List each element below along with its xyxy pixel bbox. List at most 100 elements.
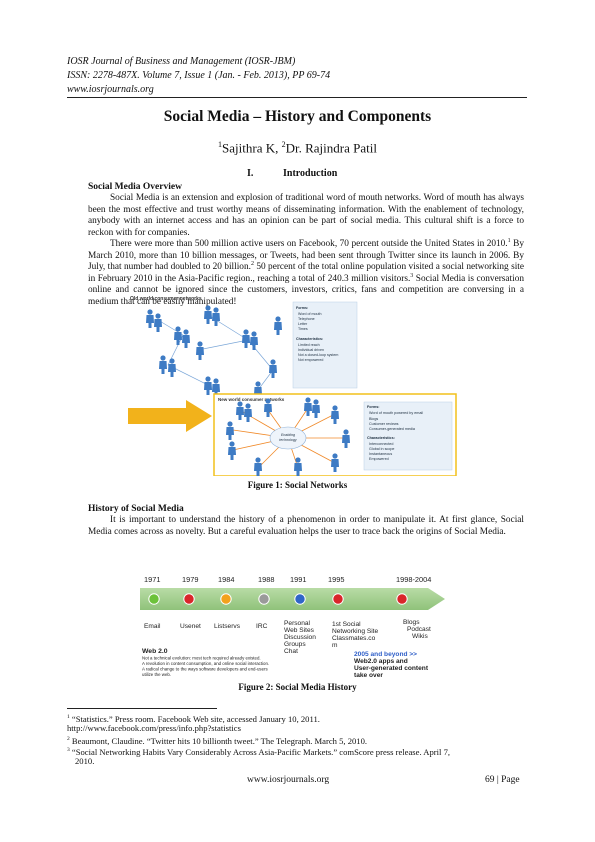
authors: 1Sajithra K, 2Dr. Rajindra Patil (0, 140, 595, 156)
footnote-ref-2[interactable]: 2 (250, 261, 254, 268)
label-1995-4: m (332, 642, 338, 649)
paper-title: Social Media – History and Components (163, 108, 432, 125)
footnote-2: 2 Beaumont, Claudine. “Twitter hits 10 b… (67, 734, 507, 746)
timeline-dot-0 (148, 593, 160, 605)
hub-label-2: technology (279, 438, 297, 442)
footnote-2-text: Beaumont, Claudine. “Twitter hits 10 bil… (71, 735, 368, 746)
svg-text:Global in scope: Global in scope (369, 447, 394, 451)
label-1998-3: Wikis (412, 633, 428, 640)
overview-paragraph-1: Social Media is an extension and explosi… (88, 193, 524, 239)
footnote-2-mark: 2 (67, 736, 70, 742)
svg-text:Characteristics:: Characteristics: (367, 436, 395, 440)
timeline-dots (148, 593, 408, 605)
history-p1-text: It is important to understand the histor… (88, 515, 524, 537)
history-heading: History of Social Media (88, 504, 184, 514)
timeline-labels: Email Usenet Listservs IRC Personal Web … (144, 619, 431, 655)
timeline-band (140, 588, 445, 610)
svg-text:A revolution in content consum: A revolution in content consumption, and… (142, 661, 269, 666)
footnote-ref-3[interactable]: 3 (410, 272, 414, 279)
author1-affiliation: 1 (218, 140, 223, 149)
label-email: Email (144, 623, 161, 630)
svg-text:Letter: Letter (298, 322, 308, 326)
svg-text:Blogs: Blogs (369, 417, 378, 421)
footnote-ref-1[interactable]: 1 (507, 237, 511, 244)
timeline-dot-2 (220, 593, 232, 605)
hub-label-1: Enabling (281, 433, 295, 437)
header-rule (67, 97, 527, 98)
timeline-year-4: 1991 (290, 575, 306, 584)
footnote-1: 1 “Statistics.” Press room. Facebook Web… (67, 712, 507, 724)
label-1991-4: Groups (284, 641, 306, 648)
svg-text:Word of mouth: Word of mouth (298, 312, 322, 316)
overview-p2-text-b: By March 2010, more than 10 billion mess… (88, 239, 524, 273)
svg-text:Not a technical evolution: mos: Not a technical evolution: most tech req… (142, 656, 261, 661)
author1-name: Sajithra K, (222, 140, 282, 156)
footnote-3-cont: 2010. (75, 756, 95, 766)
footer-website: www.iosrjournals.org (247, 775, 330, 785)
section-title: Introduction (283, 168, 338, 179)
label-1991-3: Discussion (284, 634, 316, 641)
footnote-rule (67, 708, 217, 709)
timeline-year-5: 1995 (328, 575, 344, 584)
web2-note: Web 2.0 Not a technical evolution: most … (142, 648, 269, 677)
author2-affiliation: 2 (281, 140, 286, 149)
issn-line: ISSN: 2278-487X. Volume 7, Issue 1 (Jan.… (67, 70, 331, 81)
timeline-dot-6 (396, 593, 408, 605)
timeline-dot-1 (183, 593, 195, 605)
journal-website: www.iosrjournals.org (67, 84, 154, 95)
overview-paragraph-2: There were more than 500 million active … (88, 237, 524, 309)
svg-text:Times: Times (298, 327, 308, 331)
overview-p2-text-c: 50 percent of the total online populatio… (88, 262, 524, 284)
old-world-label: Old world consumer networks (130, 296, 202, 302)
label-1995-3: Classmates.co (332, 635, 376, 642)
label-1995-1: 1st Social (332, 621, 361, 628)
footnote-1-url[interactable]: http://www.facebook.com/press/info.php?s… (67, 723, 241, 733)
svg-text:Word of mouth powered by email: Word of mouth powered by email (369, 411, 423, 415)
new-world-info: Forms: Word of mouth powered by email Bl… (367, 405, 423, 461)
footnote-1-mark: 1 (67, 714, 70, 720)
timeline-year-2: 1984 (218, 575, 234, 584)
label-1991-2: Web Sites (284, 627, 315, 634)
timeline-year-3: 1988 (258, 575, 274, 584)
footnote-3-mark: 3 (67, 747, 70, 753)
transition-arrow (128, 400, 212, 432)
timeline-year-0: 1971 (144, 575, 160, 584)
footnote-1-text: “Statistics.” Press room. Facebook Web s… (71, 713, 320, 724)
timeline-year-1: 1979 (182, 575, 198, 584)
footnote-3-text: “Social Networking Habits Vary Considera… (71, 746, 451, 757)
new-world-info-box (363, 401, 453, 471)
author2-name: Dr. Rajindra Patil (285, 140, 377, 156)
label-irc: IRC (256, 623, 268, 630)
old-world-info-box (292, 301, 358, 389)
svg-text:Characteristics:: Characteristics: (296, 337, 323, 341)
figure-1-caption: Figure 1: Social Networks (247, 480, 348, 490)
svg-text:Empowered: Empowered (369, 457, 389, 461)
old-world-info: Forms: Word of mouth Telephone Letter Ti… (296, 306, 338, 362)
svg-text:Not a closed-loop system: Not a closed-loop system (298, 353, 338, 357)
svg-text:Individual driven: Individual driven (298, 348, 324, 352)
svg-text:Interconnected: Interconnected (369, 442, 393, 446)
svg-text:Telephone: Telephone (298, 317, 315, 321)
label-1991-5: Chat (284, 648, 298, 655)
figure-1-social-networks: Old world consumer networks Forms: Word … (128, 296, 457, 476)
beyond-note: 2005 and beyond >> Web2.0 apps and User-… (354, 651, 429, 679)
new-world-label: New world consumer networks (218, 397, 285, 402)
svg-text:take over: take over (354, 672, 383, 679)
timeline-dot-4 (294, 593, 306, 605)
svg-text:Customer reviews: Customer reviews (369, 422, 399, 426)
label-listservs: Listservs (214, 623, 241, 630)
svg-text:A radical change to the ways s: A radical change to the ways software de… (142, 667, 268, 672)
label-1998-2: Podcast (407, 626, 431, 633)
overview-heading: Social Media Overview (88, 182, 182, 192)
svg-text:Limited reach: Limited reach (298, 343, 320, 347)
journal-name: IOSR Journal of Business and Management … (67, 56, 296, 67)
svg-text:Forms:: Forms: (296, 306, 308, 310)
section-number: I. (247, 168, 254, 179)
svg-text:Consumer-generated media: Consumer-generated media (369, 427, 416, 431)
label-1998-1: Blogs (403, 619, 420, 626)
label-1995-2: Networking Site (332, 628, 379, 635)
label-1991-1: Personal (284, 620, 311, 627)
timeline-dot-3 (258, 593, 270, 605)
